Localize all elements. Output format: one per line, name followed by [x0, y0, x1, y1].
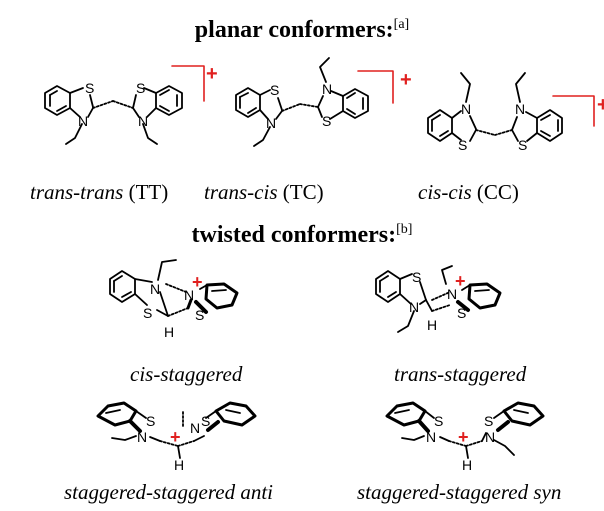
atom-n: N [184, 287, 194, 303]
atom-h: H [462, 457, 472, 473]
atom-s: S [457, 305, 466, 321]
atom-s: S [143, 305, 152, 321]
atom-s: S [434, 413, 443, 429]
planar-heading: planar conformers:[a] [0, 17, 604, 44]
charge-sign-tt: + [206, 63, 218, 85]
atom-n: N [322, 81, 332, 97]
atom-h: H [427, 317, 437, 333]
atom-s: S [201, 413, 210, 429]
caption-cc-italic: cis-cis [418, 180, 472, 204]
atom-s: S [146, 413, 155, 429]
molecule-ss-anti [96, 401, 257, 459]
caption-cis-staggered-text: cis-staggered [130, 362, 243, 386]
caption-ss-anti: staggered-staggered anti [64, 480, 273, 505]
atom-n: N [485, 429, 495, 445]
atoms-trans-staggered: S N N S H [409, 269, 466, 333]
charge-sign-ss-syn: + [458, 427, 469, 447]
atoms-ss-anti: S N N S H [137, 413, 210, 473]
charge-sign-cc: + [597, 94, 604, 116]
charge-sign-cis-staggered: + [192, 272, 203, 292]
atom-n: N [426, 429, 436, 445]
caption-cc-abbr: (CC) [476, 180, 519, 204]
atom-h: H [174, 457, 184, 473]
atom-s: S [412, 269, 421, 285]
atom-s: S [484, 413, 493, 429]
charge-bracket-tc [357, 70, 394, 104]
planar-note: [a] [393, 17, 410, 32]
planar-heading-text: planar conformers: [194, 17, 394, 43]
caption-tt: trans-trans (TT) [30, 180, 168, 205]
atom-s: S [458, 137, 467, 153]
atoms-tc: S N N S [266, 81, 332, 131]
atoms-ss-syn: S N S N H [426, 413, 495, 473]
atom-n: N [137, 429, 147, 445]
charge-bracket-cc [552, 95, 595, 127]
atoms-cc: N S N S [458, 101, 527, 153]
molecule-cc [427, 72, 563, 142]
atom-s: S [195, 307, 204, 323]
molecule-trans-staggered [375, 265, 502, 333]
caption-ss-anti-text: staggered-staggered anti [64, 480, 273, 504]
atom-s: S [322, 113, 331, 129]
atom-n: N [266, 115, 276, 131]
molecule-tt [44, 85, 183, 145]
atom-s: S [85, 80, 94, 96]
caption-tt-italic: trans-trans [30, 180, 124, 204]
twisted-heading-text: twisted conformers: [191, 222, 397, 248]
atom-s: S [518, 137, 527, 153]
caption-tc-italic: trans-cis [204, 180, 278, 204]
caption-trans-staggered-text: trans-staggered [394, 362, 527, 386]
caption-cis-staggered: cis-staggered [130, 362, 242, 387]
atom-n: N [190, 420, 200, 436]
charge-sign-trans-staggered: + [455, 271, 466, 291]
atoms-cis-staggered: N S N S H [143, 281, 204, 340]
twisted-note: [b] [396, 222, 413, 237]
caption-tc: trans-cis (TC) [204, 180, 324, 205]
molecule-tc [235, 57, 369, 147]
caption-cc: cis-cis (CC) [418, 180, 519, 205]
charge-sign-tc: + [400, 69, 412, 91]
atom-n: N [461, 101, 471, 117]
atom-n: N [447, 286, 457, 302]
caption-tc-abbr: (TC) [282, 180, 324, 204]
atom-n: N [409, 299, 419, 315]
charge-bracket-tt [171, 65, 205, 102]
molecule-cis-staggered [109, 259, 239, 317]
twisted-heading: twisted conformers:[b] [0, 222, 604, 249]
molecule-ss-syn [385, 401, 545, 459]
atoms-tt: S N S N [78, 80, 148, 129]
atom-s: S [270, 82, 279, 98]
atom-n: N [515, 101, 525, 117]
atom-n: N [78, 113, 88, 129]
atom-h: H [164, 324, 174, 340]
atom-n: N [138, 113, 148, 129]
atom-n: N [150, 281, 160, 297]
caption-ss-syn: staggered-staggered syn [357, 480, 561, 505]
caption-trans-staggered: trans-staggered [394, 362, 526, 387]
atom-s: S [136, 80, 145, 96]
charge-sign-ss-anti: + [170, 427, 181, 447]
caption-ss-syn-text: staggered-staggered syn [357, 480, 562, 504]
caption-tt-abbr: (TT) [128, 180, 169, 204]
